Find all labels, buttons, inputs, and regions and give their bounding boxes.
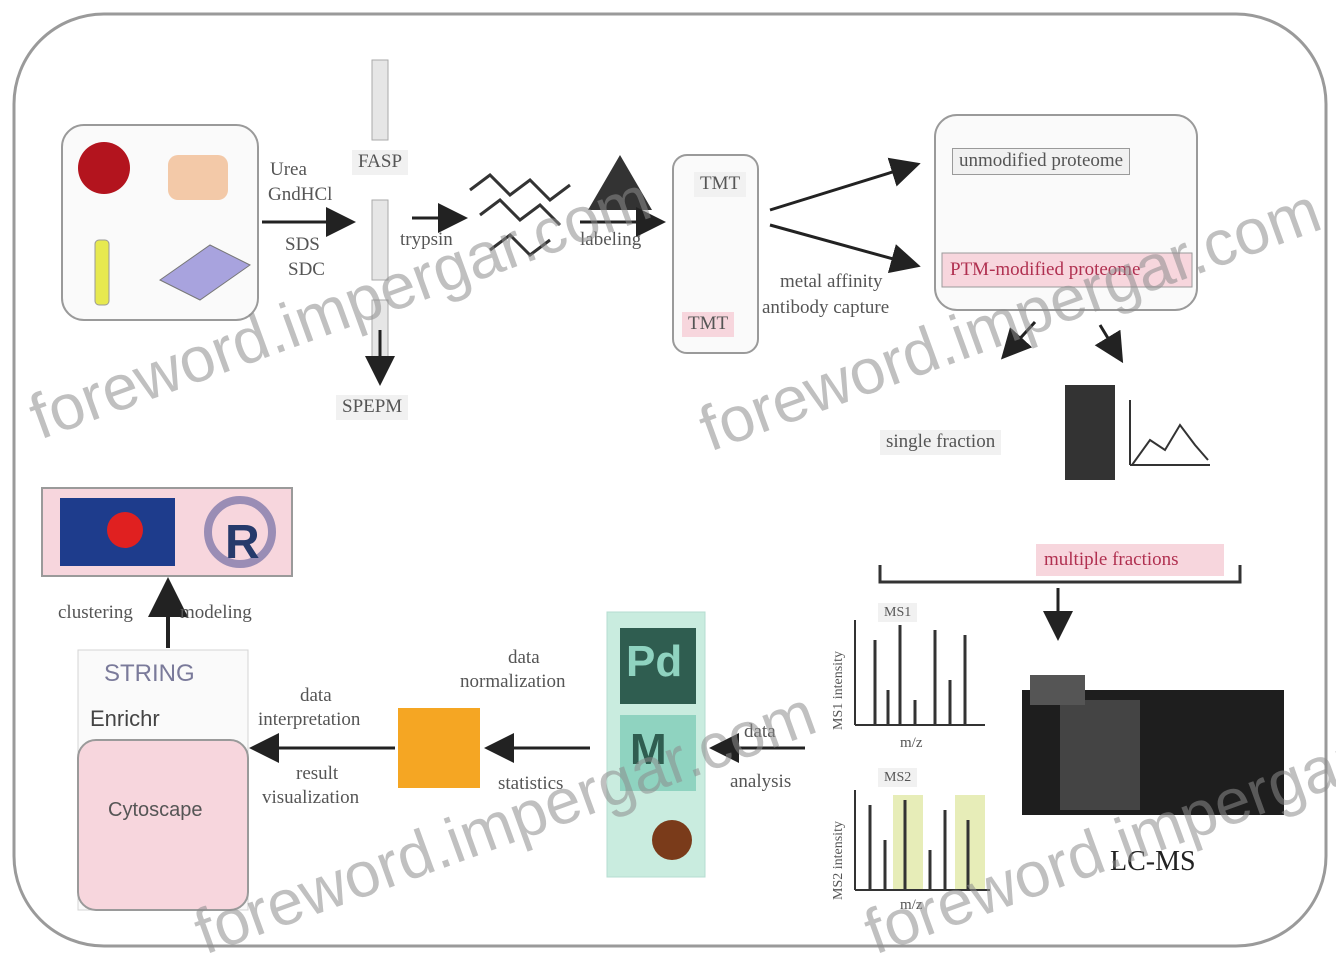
visualization-label-2: visualization bbox=[262, 787, 360, 808]
pd-logo bbox=[620, 628, 696, 704]
tmt-label-bottom: TMT bbox=[682, 312, 735, 337]
pipette-tip-icon bbox=[371, 199, 389, 281]
chromatogram-icon bbox=[1131, 423, 1209, 466]
multiple-fraction-label: multiple fractions bbox=[1044, 549, 1179, 570]
labeling-label: labeling bbox=[580, 229, 642, 250]
multiple-fraction-highlight bbox=[1036, 544, 1224, 576]
mass-spec-panel bbox=[1060, 700, 1140, 810]
modeling-label: modeling bbox=[180, 602, 252, 623]
spectrum-bottom-xaxis: m/z bbox=[900, 897, 923, 913]
string-logo: STRING bbox=[104, 660, 195, 687]
trypsin-label: trypsin bbox=[400, 229, 453, 250]
spectrum-top-tag: MS1 bbox=[878, 603, 918, 623]
spectrum-top-xaxis: m/z bbox=[900, 735, 923, 751]
lysis-label-1: Urea bbox=[270, 159, 307, 180]
data-analysis-label-1: data bbox=[744, 721, 776, 742]
arrow bbox=[1000, 320, 1037, 360]
column-icon bbox=[1065, 385, 1115, 480]
extra-label-1: SDS bbox=[285, 234, 320, 255]
lcms-label: LC-MS bbox=[1110, 846, 1196, 877]
statistics-label: statistics bbox=[498, 773, 564, 794]
ptm-highlight bbox=[941, 252, 1193, 288]
r-logo-ring bbox=[204, 496, 276, 568]
interpretation-label-1: data bbox=[300, 685, 332, 706]
lysis-label-2: GndHCl bbox=[268, 184, 333, 205]
visualization-label-1: result bbox=[296, 763, 339, 784]
plate-icon bbox=[159, 244, 251, 301]
tissue-icon bbox=[78, 142, 130, 194]
heatmap-hotspot bbox=[107, 512, 143, 548]
spectrum-bottom-yaxis: MS2 intensity bbox=[831, 821, 846, 900]
arrow bbox=[1094, 324, 1124, 364]
pd-logo-text: Pd bbox=[626, 637, 683, 686]
tmt-panel bbox=[672, 154, 759, 354]
spepm-label: SPEPM bbox=[336, 395, 409, 420]
extra-label-2: SDC bbox=[288, 259, 325, 280]
tmt-label-top: TMT bbox=[694, 172, 747, 197]
m-logo bbox=[620, 715, 696, 791]
arrow bbox=[769, 157, 921, 212]
spectrum-top-yaxis: MS1 intensity bbox=[831, 651, 846, 730]
spectrum-top bbox=[854, 620, 985, 726]
tableau-logo bbox=[398, 708, 480, 788]
enrichr-logo: Enrichr bbox=[90, 706, 160, 731]
tube-icon bbox=[94, 239, 110, 306]
unmodified-proteome-label: unmodified proteome bbox=[952, 148, 1131, 175]
bracket bbox=[878, 565, 1242, 584]
peptide-icon bbox=[489, 233, 551, 257]
clustering-label: clustering bbox=[58, 602, 133, 623]
lc-icon bbox=[1030, 675, 1085, 705]
pipette-tip-icon bbox=[371, 59, 389, 141]
cell-icon bbox=[168, 155, 228, 200]
label-triangle-icon bbox=[588, 155, 652, 210]
fasp-label: FASP bbox=[352, 150, 409, 175]
r-logo-letter: R bbox=[225, 516, 260, 569]
m-logo-text: M bbox=[630, 725, 667, 774]
cytoscape-logo: Cytoscape bbox=[108, 799, 203, 821]
normalization-label-2: normalization bbox=[460, 671, 566, 692]
arrow bbox=[769, 223, 921, 274]
data-analysis-label-2: analysis bbox=[730, 771, 792, 792]
spectrum-bottom-tag: MS2 bbox=[878, 768, 918, 788]
interpretation-label-2: interpretation bbox=[258, 709, 361, 730]
enrichment-method-2: antibody capture bbox=[762, 297, 890, 318]
normalization-label-1: data bbox=[508, 647, 540, 668]
peptide-icon bbox=[479, 198, 562, 227]
spectrum-bottom bbox=[854, 790, 990, 891]
peptide-icon bbox=[469, 173, 571, 202]
ptm-proteome-label: PTM-modified proteome bbox=[950, 259, 1141, 280]
cytoscape-box bbox=[77, 739, 249, 911]
enrichment-method-1: metal affinity bbox=[780, 271, 883, 292]
network-icon bbox=[652, 820, 692, 860]
single-fraction-label: single fraction bbox=[880, 430, 1002, 455]
